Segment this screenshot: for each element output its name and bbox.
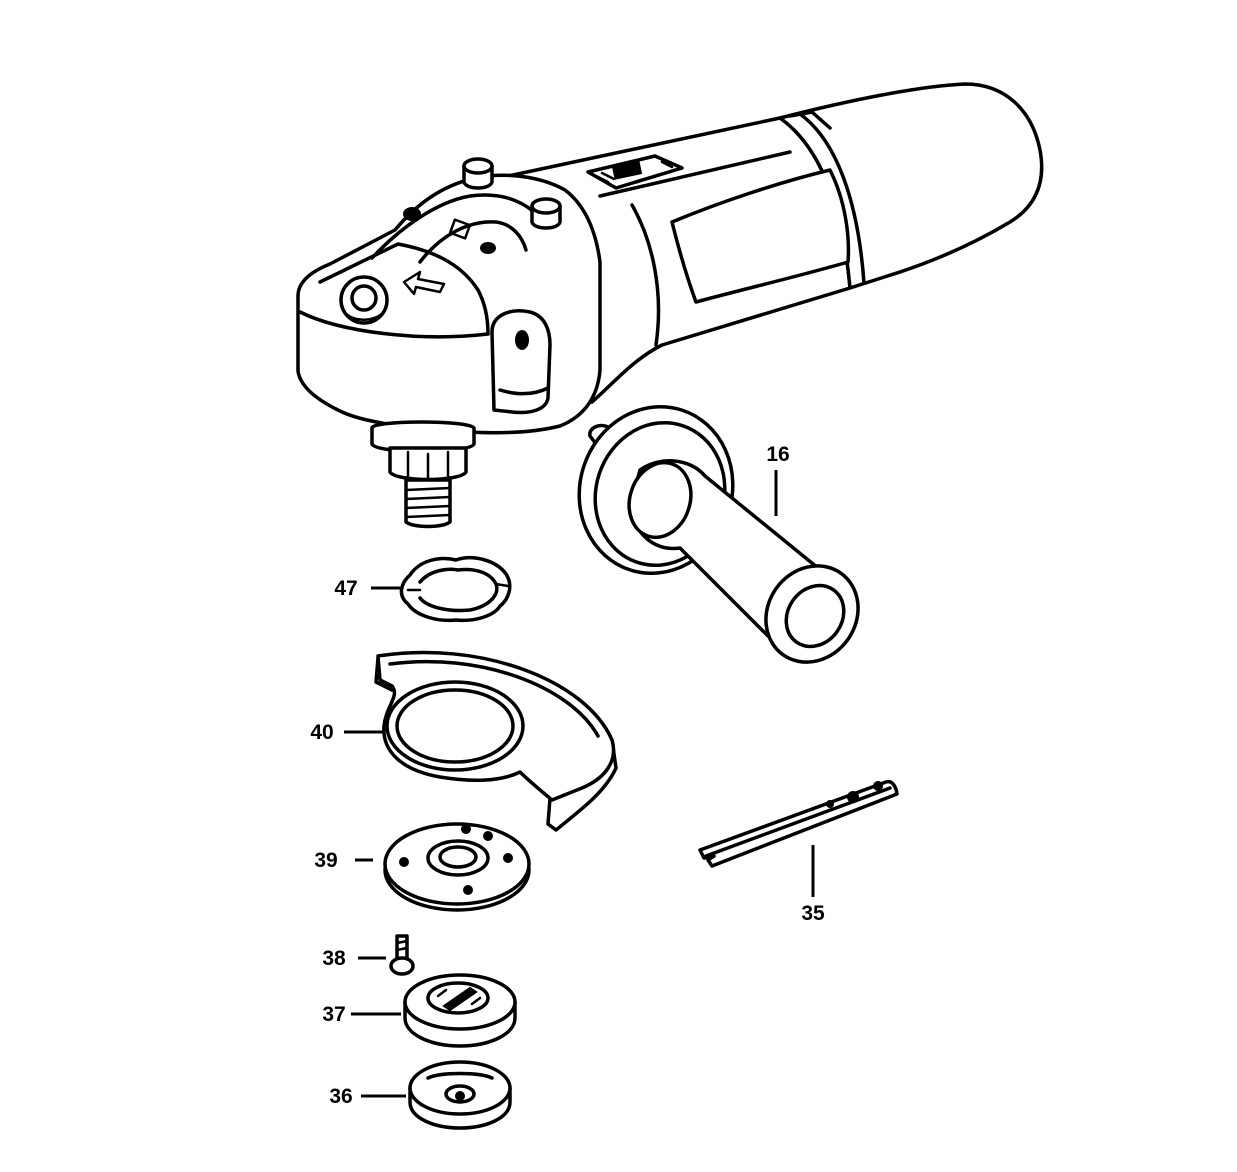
- lock-nut-center: [455, 1091, 465, 1101]
- spanner-hole: [847, 791, 859, 803]
- shaft-threads: [404, 486, 452, 519]
- boss-edge: [498, 386, 550, 396]
- spindle-assembly: [370, 420, 476, 529]
- callout-labels: 16 47 40 39 38 37 36 35: [310, 443, 825, 1108]
- backing-flange-drawing: [383, 822, 531, 912]
- handle-end-cap-inner: [784, 583, 846, 649]
- end-cap-band-line: [798, 112, 866, 285]
- flange-hole: [463, 885, 473, 895]
- gear-head-front-edge: [298, 310, 490, 339]
- callout-47: 47: [334, 577, 357, 600]
- arrow-marking: [402, 270, 446, 296]
- callout-37: 37: [322, 1003, 345, 1026]
- vent-hole: [480, 242, 496, 254]
- callout-36: 36: [329, 1085, 352, 1108]
- boss-hole: [515, 330, 529, 350]
- spanner-hole: [873, 781, 883, 791]
- switch-knob: [611, 160, 643, 180]
- flange-hole: [503, 853, 513, 863]
- spanner-edge: [704, 786, 892, 858]
- knob-top: [530, 197, 562, 215]
- wheel-guard-drawing: [374, 650, 618, 832]
- button-shadow: [344, 310, 386, 321]
- threaded-shaft: [404, 478, 452, 529]
- flange-hole: [399, 857, 409, 867]
- gear-head-top-plate: [318, 242, 490, 336]
- lock-nut-drawing: [408, 1060, 512, 1130]
- callout-39: 39: [314, 849, 337, 872]
- spindle-lock-button: [339, 275, 389, 325]
- guard-tab: [374, 656, 394, 692]
- switch-slots: [594, 160, 674, 184]
- flange-hole: [461, 824, 471, 834]
- flange-bore-inner: [438, 845, 478, 869]
- screw-head: [389, 956, 415, 976]
- top-knob-right: [530, 197, 562, 230]
- gear-head-rib-inner: [418, 220, 528, 264]
- end-cap-step: [788, 110, 832, 130]
- clamp-nut-drawing: [403, 973, 517, 1048]
- side-handle-boss: [490, 309, 552, 415]
- gear-head-rib: [370, 193, 536, 260]
- top-marking: [448, 218, 472, 240]
- button-cap: [350, 284, 378, 312]
- callout-40: 40: [310, 721, 333, 744]
- housing-top-line: [598, 150, 792, 198]
- callout-16: 16: [766, 443, 789, 466]
- boss-body: [490, 309, 552, 415]
- spanner-body: [698, 779, 899, 868]
- guard-collar-inner: [395, 688, 515, 764]
- grinder-body: [296, 82, 1044, 529]
- callout-35: 35: [801, 902, 825, 925]
- housing-contour-line: [630, 203, 661, 347]
- nut-slot-lines: [436, 988, 482, 1006]
- screw-drawing: [389, 934, 415, 976]
- handle-collar: [627, 460, 693, 540]
- leader-lines: [344, 470, 815, 1098]
- knob-top: [462, 157, 494, 175]
- spanner-hole: [826, 800, 834, 808]
- retaining-ring-drawing: [399, 555, 512, 623]
- screw-threads: [395, 939, 409, 952]
- grip-panel: [670, 168, 851, 304]
- top-knob-left: [462, 157, 494, 190]
- nut-slot: [442, 986, 478, 1012]
- lock-nut-groove: [426, 1071, 494, 1080]
- guard-rim-edge: [388, 659, 600, 738]
- ring-notch: [494, 582, 510, 588]
- flange-hole: [483, 831, 493, 841]
- hex-nut-flats: [406, 450, 450, 482]
- spanner-key-drawing: [698, 779, 899, 868]
- side-handle-drawing: [577, 404, 860, 664]
- slide-switch: [586, 154, 684, 190]
- callout-38: 38: [322, 947, 346, 970]
- vent-hole: [403, 207, 421, 221]
